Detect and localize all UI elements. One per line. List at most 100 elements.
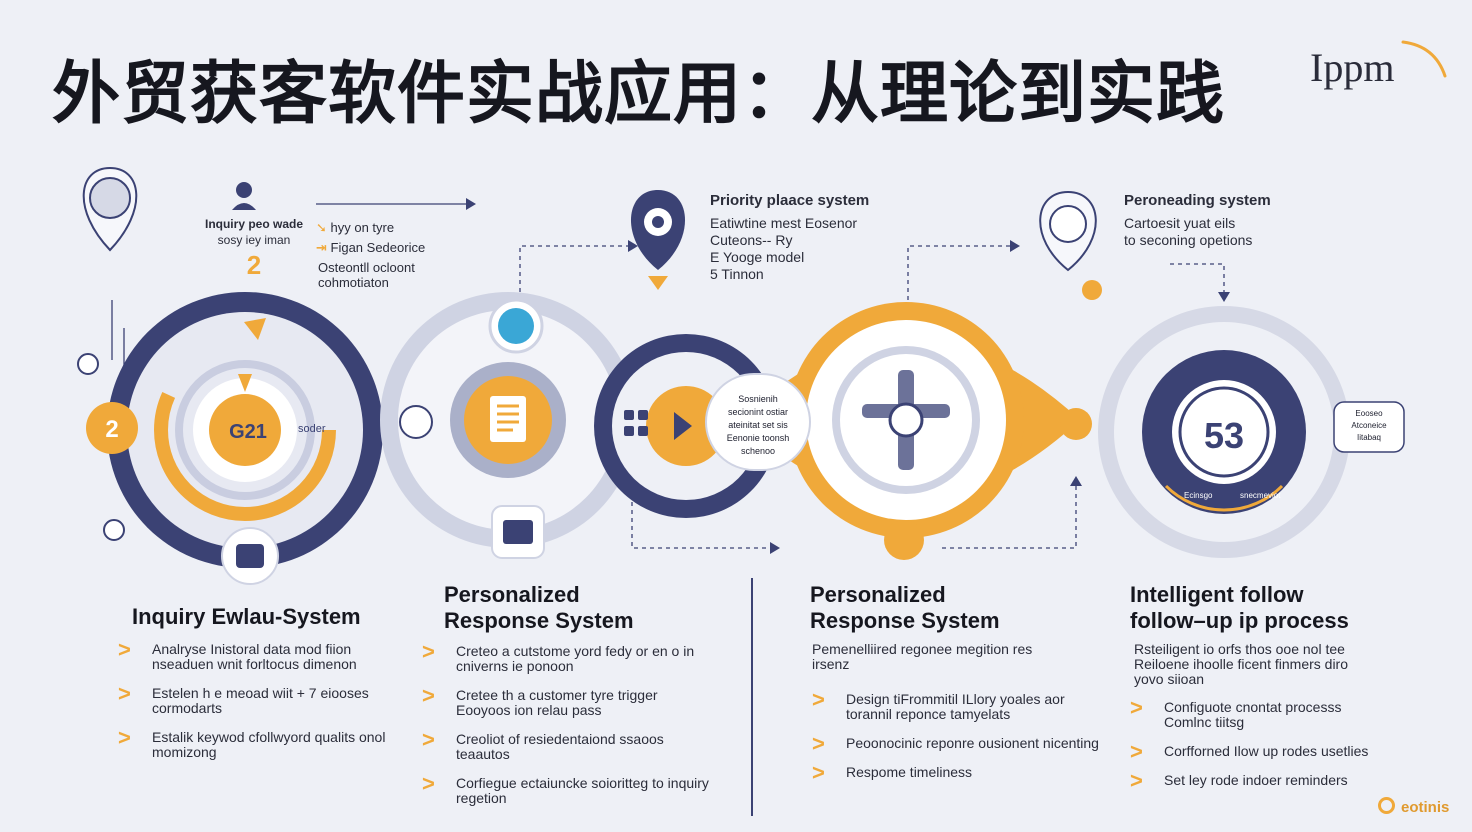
section-title-personalized: Personalized Response System bbox=[810, 582, 1000, 634]
callout-line: Cuteons-- Ry bbox=[710, 232, 793, 248]
hub5-label-left: Ecinsgo bbox=[1184, 491, 1213, 500]
arrow-heads bbox=[466, 198, 1230, 554]
section-bullets-personalized: > Design tiFrommitil ILlory yoales aor to… bbox=[812, 687, 1102, 794]
priority-callout: Priority plaace system Eatiwtine mest Eo… bbox=[710, 192, 869, 283]
list-item: > Respome timeliness bbox=[812, 760, 1102, 785]
inquiry-callout: Inquiry peo wade sosy iey iman 2 bbox=[194, 216, 314, 282]
list-item: > Corfiegue ectaiuncke soioritteg to inqu… bbox=[422, 771, 712, 806]
chevron-right-icon: > bbox=[118, 637, 131, 662]
section-title-line: Personalized bbox=[810, 582, 946, 607]
callout-line: hyy on tyre bbox=[330, 220, 395, 235]
list-item-text: Design tiFrommitil ILlory yoales aor tor… bbox=[846, 691, 1065, 722]
section-bullets-response: >Creteo a cutstome yord fedy or en o in … bbox=[422, 639, 712, 820]
brand-logo: Ippm bbox=[1310, 45, 1395, 90]
location-pin-icon bbox=[82, 166, 138, 252]
chevron-right-icon: > bbox=[812, 731, 825, 756]
ring-icon bbox=[1378, 797, 1395, 814]
callout-line: to seconing opetions bbox=[1124, 232, 1253, 248]
center-bubble-line: Eenonie toonsh bbox=[727, 433, 790, 443]
callout-line: 5 Tinnon bbox=[710, 266, 764, 282]
chevron-right-icon: > bbox=[812, 687, 825, 712]
page-title: 外贸获客软件实战应用：从理论到实践 bbox=[52, 55, 1226, 134]
hub5-label-right: snecmeviot bbox=[1240, 491, 1281, 500]
section-title-inquiry: Inquiry Ewlau-System bbox=[132, 604, 361, 630]
section-desc: Pemenelliired regonee megition res irsen… bbox=[812, 641, 1033, 672]
list-item-text: Estelen h e meoad wiit + 7 eiooses cormo… bbox=[152, 685, 369, 716]
section-title-line: Response System bbox=[444, 608, 634, 633]
list-item: >Configuote cnontat processs Comlnc tiit… bbox=[1130, 697, 1390, 730]
center-bubble-line: Sosnienih bbox=[738, 394, 778, 404]
chevron-right-icon: > bbox=[422, 639, 435, 664]
section-title-line: Intelligent follow bbox=[1130, 582, 1304, 607]
list-item-text: Configuote cnontat processs Comlnc tiits… bbox=[1164, 699, 1342, 730]
hub1-side-label: soder bbox=[298, 423, 326, 435]
callout-line: Osteontll ocloont bbox=[318, 260, 415, 275]
device-icon bbox=[491, 505, 545, 559]
list-item-text: Estalik keywod cfollwyord qualits onol m… bbox=[152, 729, 386, 760]
list-item: >Corfforned Ilow up rodes usetlies bbox=[1130, 739, 1390, 764]
orange-user-icon bbox=[1082, 280, 1102, 300]
arrow-icon: ➘ bbox=[316, 220, 331, 235]
center-bubble-line: ateinitat set sis bbox=[728, 420, 788, 430]
list-item: > Estalik keywod cfollwyord qualits onol … bbox=[118, 725, 408, 760]
step-number-badge bbox=[86, 402, 138, 454]
section-divider bbox=[751, 578, 753, 816]
callout-heading: Priority plaace system bbox=[710, 192, 870, 209]
list-item: > Design tiFrommitil ILlory yoales aor to… bbox=[812, 687, 1102, 722]
chevron-right-icon: > bbox=[118, 725, 131, 750]
chevron-right-icon: > bbox=[118, 681, 131, 706]
small-person-icon bbox=[77, 353, 125, 541]
section-title-follow-up: Intelligent follow follow–up ip process bbox=[1130, 582, 1349, 634]
chevron-right-icon: > bbox=[1130, 768, 1143, 793]
section-title-line: Response System bbox=[810, 608, 1000, 633]
bottom-hub-icon bbox=[221, 527, 279, 585]
section-bullets-inquiry: > Analryse Inistoral data mod fiion nsead… bbox=[118, 637, 408, 774]
callout-line: sosy iey iman bbox=[217, 233, 291, 247]
list-item: >Cretee th a customer tyre trigger Eooyo… bbox=[422, 685, 712, 718]
right-bubble-line: Iitabaq bbox=[1357, 433, 1381, 442]
section-title-response: Personalized Response System bbox=[444, 582, 634, 634]
section-desc: Rsteiligent io orfs thos ooe nol tee Rei… bbox=[1134, 641, 1348, 687]
chevron-right-icon: > bbox=[812, 760, 825, 785]
callout-line: Cartoesit yuat eils bbox=[1124, 215, 1236, 231]
hub1-number: G21 bbox=[229, 421, 267, 443]
callout-line: Figan Sedeorice bbox=[330, 240, 426, 255]
list-item: > Set ley rode indoer reminders bbox=[1130, 768, 1390, 793]
hub-response bbox=[380, 292, 636, 548]
list-item-text: Cretee th a customer tyre trigger Eooyoo… bbox=[456, 687, 658, 718]
list-item-text: Respome timeliness bbox=[846, 764, 973, 780]
footer-text: eotinis bbox=[1401, 799, 1450, 816]
footer-brand: eotinis bbox=[1378, 797, 1449, 816]
list-item-text: Creoliot of resiedentaiond ssaoos teaaut… bbox=[456, 731, 664, 762]
inquiry-bullets: ➘ hyy on tyre ⇥ Figan Sedeorice bbox=[316, 218, 425, 258]
callout-line: Eatiwtine mest Eosenor bbox=[710, 215, 858, 231]
list-item: > Analryse Inistoral data mod fiion nsead… bbox=[118, 637, 408, 672]
logo-swoosh-icon bbox=[1401, 40, 1447, 78]
personeading-callout: Peroneading system Cartoesit yuat eils t… bbox=[1124, 192, 1271, 249]
list-item-text: Corfiegue ectaiuncke soioritteg to inqui… bbox=[456, 775, 709, 806]
right-bubble bbox=[1333, 401, 1405, 453]
hub-inquiry bbox=[107, 292, 383, 568]
list-item-text: Set ley rode indoer reminders bbox=[1164, 772, 1348, 788]
gear-pin-icon bbox=[630, 190, 686, 290]
section-title-line: Personalized bbox=[444, 582, 580, 607]
tool-pin-icon bbox=[1039, 190, 1097, 272]
stack-icon bbox=[624, 410, 648, 436]
chevron-right-icon: > bbox=[1130, 739, 1143, 764]
callout-line: cohmotiaton bbox=[318, 275, 389, 290]
list-item-text: Peoonocinic reponre ousionent nicenting bbox=[846, 735, 1099, 751]
section-bullets-follow-up: > Configuote cnontat processs Comlnc tiit… bbox=[1130, 697, 1390, 802]
center-bubble bbox=[705, 373, 811, 471]
callout-heading: Peroneading system bbox=[1124, 192, 1271, 209]
callout-number: 2 bbox=[246, 250, 262, 280]
person-icon bbox=[232, 182, 256, 210]
list-item: > Estelen h e meoad wiit + 7 eiooses corm… bbox=[118, 681, 408, 716]
section-title-line: follow–up ip process bbox=[1130, 608, 1349, 633]
list-item-text: Analryse Inistoral data mod fiion nseadu… bbox=[152, 641, 357, 672]
section-title-line: Inquiry Ewlau-System bbox=[132, 604, 361, 629]
teal-badge-icon bbox=[488, 298, 544, 354]
hub5-number: 53 bbox=[1204, 415, 1244, 456]
center-bubble-line: schenoo bbox=[741, 446, 775, 456]
list-item: >Creteo a cutstome yord fedy or en o in … bbox=[422, 639, 712, 674]
chevron-right-icon: > bbox=[422, 771, 435, 796]
